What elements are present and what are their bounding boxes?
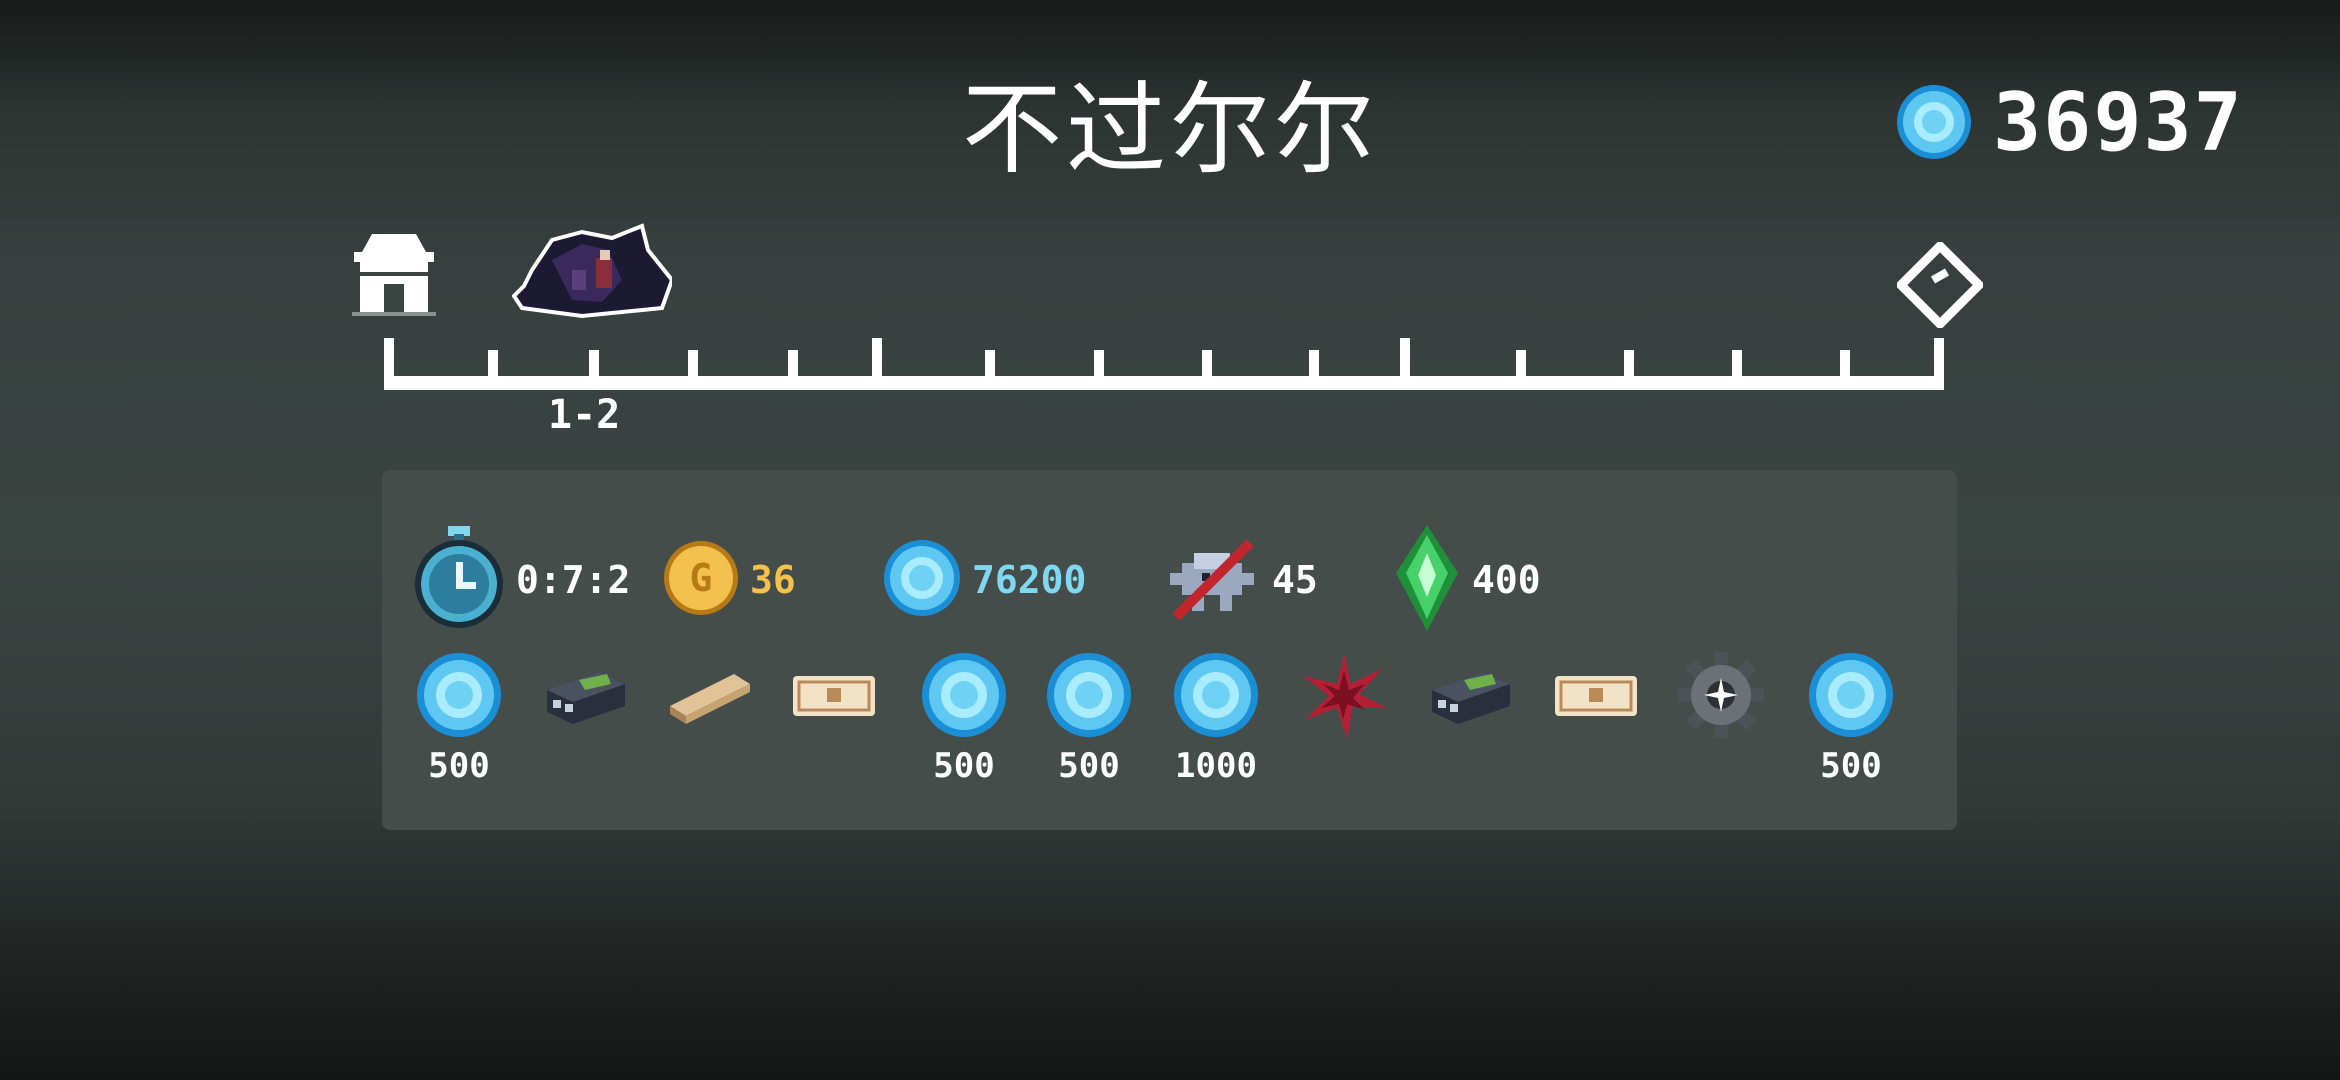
drop-item (1414, 650, 1524, 800)
drop-item (1289, 650, 1399, 800)
results-panel: 0:7:2 G 36 76200 (382, 470, 1957, 830)
drop-item (529, 650, 639, 800)
progress-tick (488, 350, 498, 380)
blue-gem-icon (1806, 650, 1896, 740)
player-character (511, 220, 675, 324)
drops-row: 500 500 500 1000 500 (382, 650, 1957, 800)
currency-amount: 36937 (1993, 75, 2244, 169)
portal-icon (1894, 239, 1986, 332)
drop-item-amount: 500 (1058, 746, 1120, 786)
progress-tick (1094, 350, 1104, 380)
drop-item: 1000 (1161, 650, 1271, 800)
stat-gems-value: 76200 (972, 558, 1087, 602)
stat-gold: G 36 (662, 525, 796, 635)
stat-time-value: 0:7:2 (516, 558, 631, 602)
drop-item (1541, 650, 1651, 800)
progress-tick (1516, 350, 1526, 380)
drop-item (654, 650, 764, 800)
stat-gold-value: 36 (750, 558, 796, 602)
stat-crystal-value: 400 (1472, 558, 1541, 602)
progress-tick (985, 350, 995, 380)
progress-tick (1732, 350, 1742, 380)
battery-cell-icon (539, 650, 629, 740)
red-shard-icon (1299, 650, 1389, 740)
gear-icon (1676, 650, 1766, 740)
drop-item (779, 650, 889, 800)
blue-gem-icon (919, 650, 1009, 740)
blue-gem-icon (882, 538, 962, 622)
stat-kills-value: 45 (1272, 558, 1318, 602)
progress-tick (384, 338, 394, 390)
progress-tick (688, 350, 698, 380)
stage-label: 1-2 (548, 392, 621, 438)
wood-plank-icon (664, 650, 754, 740)
progress-tick (1202, 350, 1212, 380)
drop-item: 500 (404, 650, 514, 800)
stage-progress-track (384, 338, 1944, 390)
stats-row: 0:7:2 G 36 76200 (412, 525, 1912, 635)
progress-tick (1624, 350, 1634, 380)
currency-display: 36937 (1895, 76, 2244, 169)
svg-text:G: G (690, 556, 713, 600)
progress-tick (1309, 350, 1319, 380)
drop-item: 500 (1796, 650, 1906, 800)
drop-item-amount: 500 (933, 746, 995, 786)
stat-crystal: 400 (1392, 525, 1541, 635)
progress-bar (384, 376, 1944, 390)
blue-gem-icon (1044, 650, 1134, 740)
drop-item-amount: 500 (428, 746, 490, 786)
progress-tick (1400, 338, 1410, 390)
stat-time: 0:7:2 (412, 525, 630, 635)
drop-item (1666, 650, 1776, 800)
battery-cell-icon (1424, 650, 1514, 740)
progress-tick (1934, 338, 1944, 390)
stat-gems: 76200 (882, 525, 1086, 635)
result-title: 不过尔尔 (962, 71, 1378, 188)
drop-item-amount: 500 (1820, 746, 1882, 786)
green-crystal-icon (1392, 523, 1462, 637)
drop-item: 500 (909, 650, 1019, 800)
house-icon (352, 228, 436, 320)
ticket-icon (1551, 650, 1641, 740)
progress-tick (788, 350, 798, 380)
progress-tick (1840, 350, 1850, 380)
blue-gem-icon (414, 650, 504, 740)
drop-item-amount: 1000 (1175, 746, 1257, 786)
drop-item: 500 (1034, 650, 1144, 800)
gold-coin-icon: G (662, 539, 740, 621)
blue-gem-icon (1171, 650, 1261, 740)
blue-gem-icon (1895, 83, 1973, 161)
progress-tick (872, 338, 882, 390)
stat-kills: 45 (1162, 525, 1318, 635)
progress-tick (589, 350, 599, 380)
slain-enemy-icon (1162, 533, 1262, 627)
ticket-icon (789, 650, 879, 740)
stopwatch-icon (412, 526, 506, 634)
